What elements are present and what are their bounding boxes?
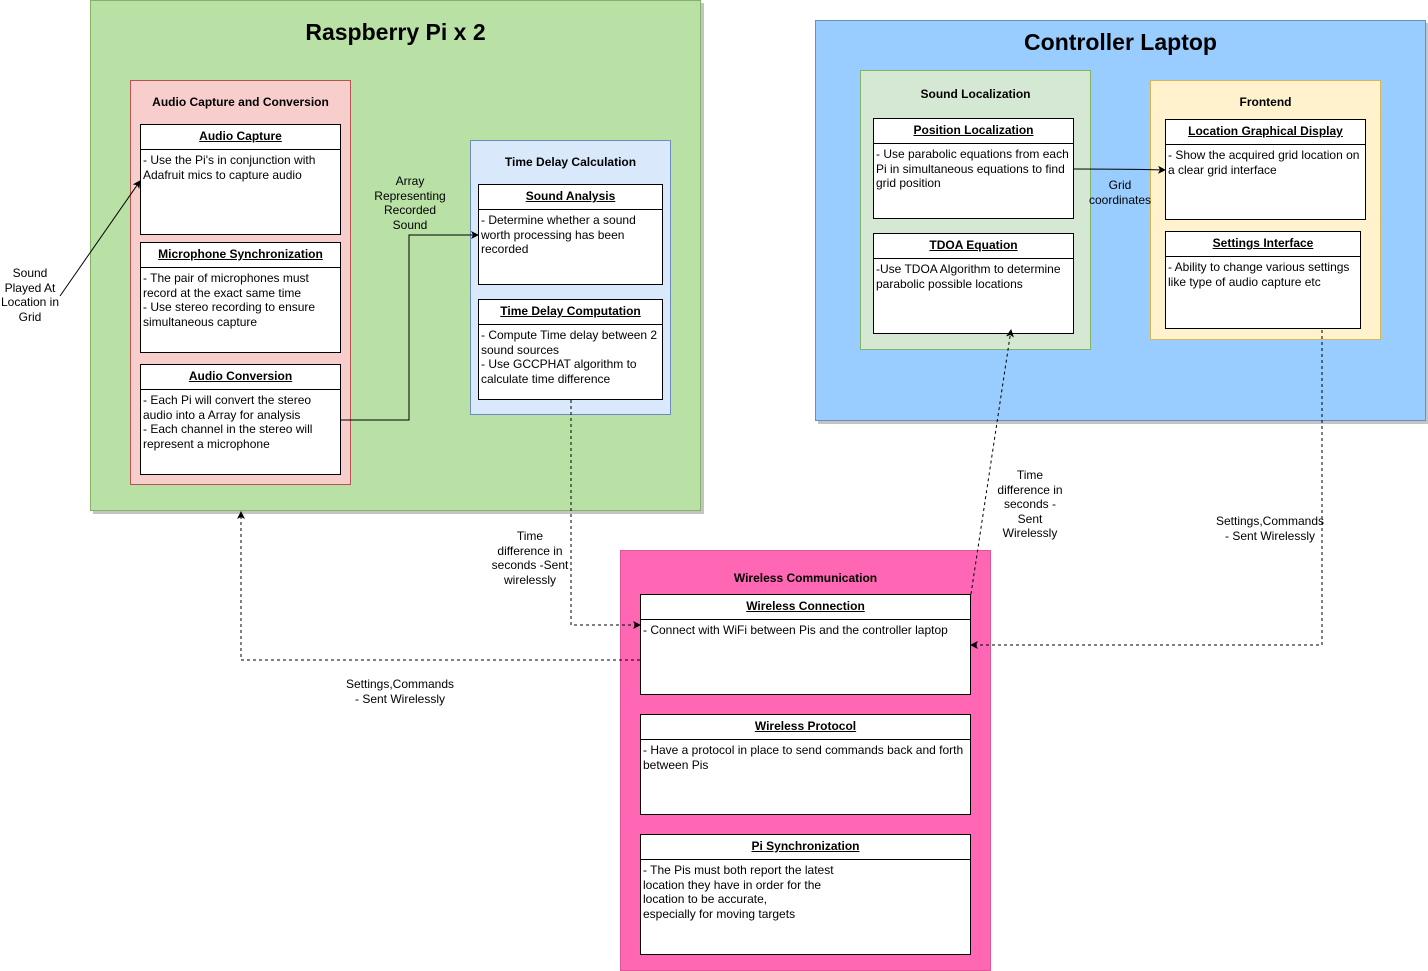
wireless-connection-box[interactable]: Wireless Connection - Connect with WiFi … [640, 594, 971, 695]
tdoa-equation-box[interactable]: TDOA Equation -Use TDOA Algorithm to det… [873, 233, 1074, 334]
wireless-communication-title: Wireless Communication [733, 571, 878, 585]
audio-conversion-text: - Each Pi will convert the stereo audio … [143, 393, 313, 451]
audio-capture-group-title: Audio Capture and Conversion [152, 95, 329, 109]
audio-conversion-box[interactable]: Audio Conversion - Each Pi will convert … [140, 364, 341, 475]
wireless-protocol-title: Wireless Protocol [641, 715, 970, 740]
sound-analysis-text: - Determine whether a sound worth proces… [481, 213, 636, 256]
position-localization-text: - Use parabolic equations from each Pi i… [876, 147, 1069, 190]
sound-to-capture-arrow [59, 180, 141, 297]
time-delay-computation-box[interactable]: Time Delay Computation - Compute Time de… [478, 299, 663, 400]
time-delay-computation-text: - Compute Time delay between 2 sound sou… [481, 328, 658, 386]
settings-interface-text: - Ability to change various settings lik… [1168, 260, 1350, 289]
pi-synchronization-box[interactable]: Pi Synchronization - The Pis must both r… [640, 834, 971, 955]
settings-commands-right-label: Settings,Commands - Sent Wirelessly [1215, 514, 1325, 543]
controller-laptop-title: Controller Laptop [1024, 29, 1217, 55]
time-delay-group-title: Time Delay Calculation [504, 155, 637, 169]
time-delay-computation-title: Time Delay Computation [479, 300, 662, 325]
sound-played-label: Sound Played At Location in Grid [0, 266, 60, 324]
sound-analysis-box[interactable]: Sound Analysis - Determine whether a sou… [478, 184, 663, 285]
sound-analysis-title: Sound Analysis [479, 185, 662, 210]
audio-capture-title: Audio Capture [141, 125, 340, 150]
wireless-connection-title: Wireless Connection [641, 595, 970, 620]
microphone-sync-title: Microphone Synchronization [141, 243, 340, 268]
settings-to-wireless-arrow [970, 330, 1323, 649]
location-display-box[interactable]: Location Graphical Display - Show the ac… [1165, 119, 1366, 220]
tdoa-equation-title: TDOA Equation [874, 234, 1073, 259]
settings-commands-left-label: Settings,Commands - Sent Wirelessly [345, 677, 455, 706]
microphone-sync-text: - The pair of microphones must record at… [143, 271, 316, 329]
pi-synchronization-title: Pi Synchronization [641, 835, 970, 860]
computation-to-wireless-arrow [570, 400, 641, 629]
location-display-text: - Show the acquired grid location on a c… [1168, 148, 1360, 177]
grid-coordinates-label: Grid coordinates [1088, 178, 1152, 207]
location-display-title: Location Graphical Display [1166, 120, 1365, 145]
wireless-connection-text: - Connect with WiFi between Pis and the … [643, 623, 948, 637]
audio-capture-box[interactable]: Audio Capture - Use the Pi's in conjunct… [140, 124, 341, 235]
sound-localization-group-title: Sound Localization [920, 87, 1031, 101]
position-to-display-arrow [1073, 165, 1166, 174]
frontend-group-title: Frontend [1239, 95, 1292, 109]
wireless-to-tdoa-arrow [970, 329, 1014, 595]
raspberry-pi-title: Raspberry Pi x 2 [305, 19, 486, 45]
settings-interface-title: Settings Interface [1166, 232, 1360, 257]
position-localization-title: Position Localization [874, 119, 1073, 144]
conversion-to-analysis-arrow [341, 231, 479, 421]
wireless-to-pi-arrow [237, 511, 640, 661]
time-difference-left-label: Time difference in seconds -Sent wireles… [491, 529, 569, 587]
audio-capture-text: - Use the Pi's in conjunction with Adafr… [143, 153, 316, 182]
time-difference-right-label: Time difference in seconds - Sent Wirele… [997, 468, 1063, 540]
position-localization-box[interactable]: Position Localization - Use parabolic eq… [873, 118, 1074, 219]
audio-conversion-title: Audio Conversion [141, 365, 340, 390]
tdoa-equation-text: -Use TDOA Algorithm to determine parabol… [876, 262, 1061, 291]
microphone-sync-box[interactable]: Microphone Synchronization - The pair of… [140, 242, 341, 353]
settings-interface-box[interactable]: Settings Interface - Ability to change v… [1165, 231, 1361, 329]
array-label: Array Representing Recorded Sound [374, 174, 446, 232]
pi-synchronization-text: - The Pis must both report the latest lo… [643, 863, 834, 921]
wireless-protocol-text: - Have a protocol in place to send comma… [643, 743, 964, 772]
wireless-protocol-box[interactable]: Wireless Protocol - Have a protocol in p… [640, 714, 971, 815]
